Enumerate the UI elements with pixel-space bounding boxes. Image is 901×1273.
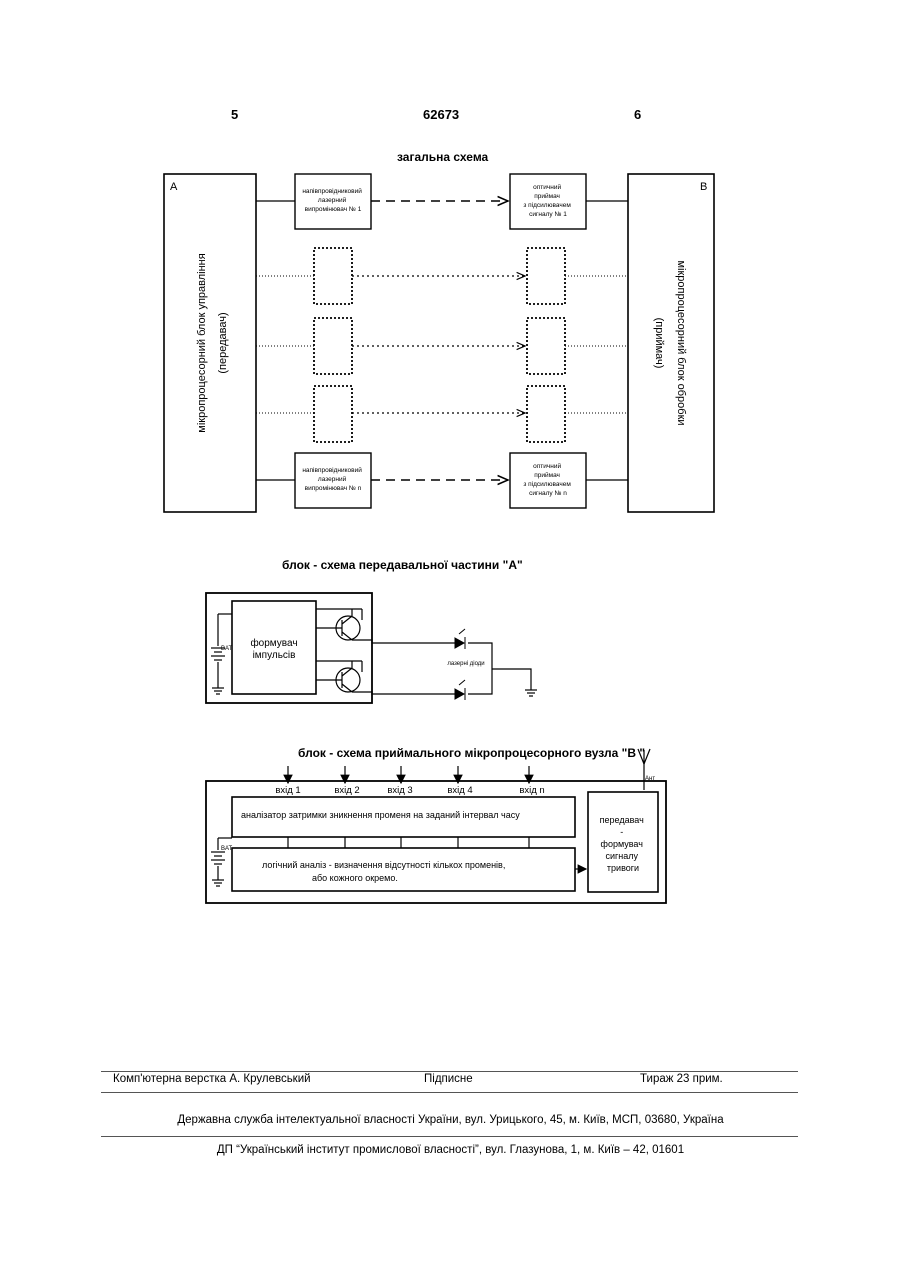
institute-address: ДП “Український інститут промислової вла… — [0, 1144, 901, 1156]
figure3-receiver-scheme: вхід 1 вхід 2 вхід 3 вхід 4 вхід n Ант а… — [206, 749, 666, 903]
block-b-label: мікропроцесорний блок обробки — [675, 260, 687, 425]
circulation-note: Тираж 23 прим. — [640, 1073, 723, 1085]
input-1-label: вхід 1 — [275, 785, 300, 796]
subscription-note: Підписне — [424, 1073, 473, 1085]
footer-rule-middle — [101, 1092, 798, 1093]
block-a — [164, 174, 256, 512]
office-address: Державна служба інтелектуальної власност… — [0, 1114, 901, 1126]
block-links — [288, 837, 529, 848]
logic-analysis-label: логічний аналіз - визначення відсутності… — [262, 860, 505, 870]
block-b-sublabel: (приймач) — [653, 318, 665, 369]
laser-emitter-n-label: напівпровідниковий лазерний випромінювач… — [302, 466, 363, 492]
block-a-label: мікропроцесорний блок управління — [196, 253, 208, 432]
block-a-letter: A — [170, 181, 178, 193]
figure2-transmitter-scheme: формувач імпульсів BAT — [206, 593, 537, 703]
input-4-label: вхід 4 — [447, 785, 472, 796]
battery-label-2: BAT — [221, 846, 233, 852]
block-b — [628, 174, 714, 512]
intermediate-channels — [256, 248, 628, 442]
antenna-symbol — [638, 749, 650, 790]
battery-label: BAT — [221, 646, 233, 652]
battery-symbol — [211, 614, 232, 694]
laser-emitter-1-label: напівпровідниковий лазерний випромінювач… — [302, 187, 363, 213]
optical-receiver-1-label: оптичний приймач з підсилювачем сигналу … — [523, 183, 572, 218]
optical-receiver-n-label: оптичний приймач з підсилювачем сигналу … — [523, 462, 572, 497]
footer-rule-bottom — [101, 1136, 798, 1137]
layout-credit: Комп'ютерна верстка А. Крулевський — [113, 1073, 311, 1085]
transistor-lower — [316, 661, 362, 692]
input-3-label: вхід 3 — [387, 785, 412, 796]
antenna-label: Ант — [645, 776, 655, 782]
pulse-former-label: формувач — [250, 637, 297, 649]
input-n-label: вхід n — [519, 785, 544, 796]
laser-diode-upper — [455, 629, 465, 649]
block-a-sublabel: (передавач) — [217, 312, 229, 373]
logic-analysis-sublabel: або кожного окремо. — [312, 873, 398, 883]
laser-diodes-label: лазерні діоди — [447, 661, 484, 667]
delay-analyzer-label: аналізатор затримки зникнення променя на… — [241, 810, 520, 820]
laser-diode-wiring — [352, 640, 537, 696]
receiver-inputs: вхід 1 вхід 2 вхід 3 вхід 4 вхід n — [275, 785, 544, 796]
pulse-former-sublabel: імпульсів — [253, 650, 296, 661]
figure1-general-scheme: A мікропроцесорний блок управління (пере… — [164, 174, 714, 512]
laser-diode-lower — [455, 680, 465, 700]
block-b-letter: B — [700, 181, 707, 193]
transistor-upper — [316, 609, 362, 640]
input-2-label: вхід 2 — [334, 785, 359, 796]
footer-rule-top — [101, 1071, 798, 1072]
alarm-transmitter-label: передавач - формувач сигналу тривоги — [600, 815, 647, 873]
